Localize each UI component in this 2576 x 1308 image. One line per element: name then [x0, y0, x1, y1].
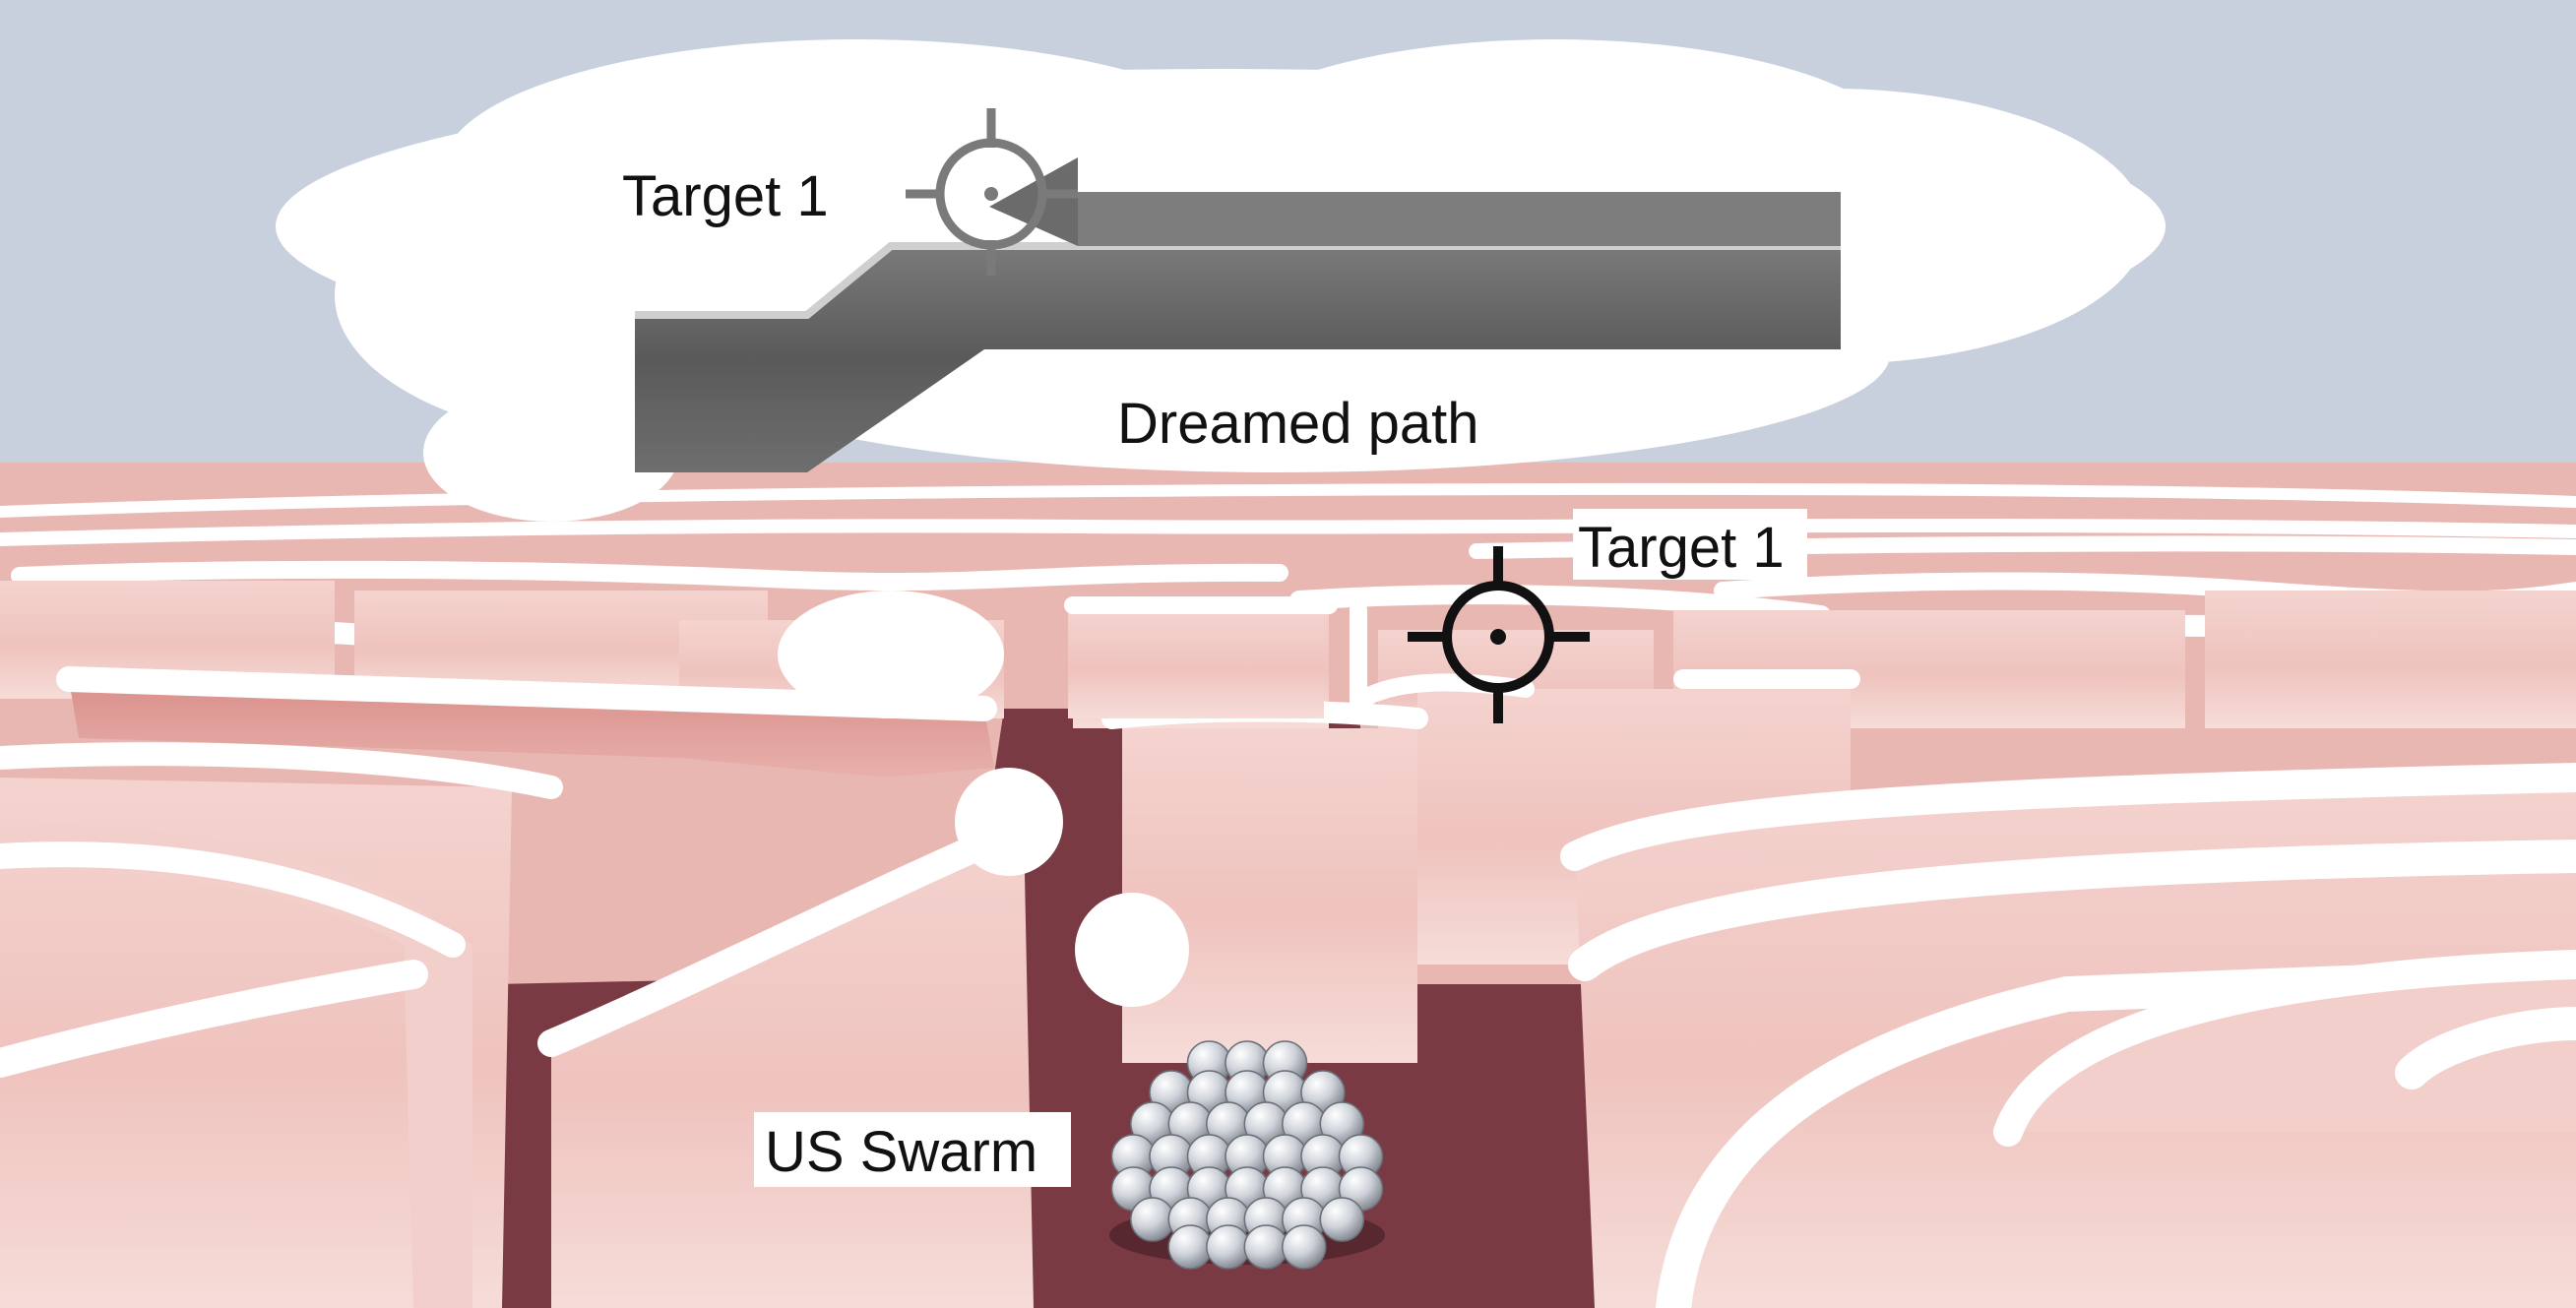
dreamed-path-arrow — [635, 157, 1841, 472]
swarm-label-bg — [754, 1112, 1071, 1187]
microsphere-cluster-icon — [1109, 1040, 1385, 1270]
swarm-label: US Swarm — [765, 1120, 1037, 1184]
thought-bubble-trail — [778, 591, 1189, 1007]
dream-target-label: Target 1 — [622, 164, 829, 228]
maze-target-label-bg — [1573, 509, 1807, 580]
maze-left-walls — [0, 666, 1037, 1308]
dreamed-path-label: Dreamed path — [1117, 392, 1479, 456]
swarm-bubble — [1282, 1224, 1327, 1270]
crosshair-icon — [906, 108, 1078, 276]
left-arrow-icon — [989, 157, 1078, 246]
maze-target-label: Target 1 — [1578, 516, 1785, 580]
swarm-bubble — [1319, 1197, 1365, 1242]
swarm-bubble — [1243, 1224, 1289, 1270]
maze-right-walls — [1560, 669, 2576, 1308]
crosshair-icon — [1408, 546, 1590, 723]
swarm-bubble — [1167, 1224, 1214, 1270]
swarm-bubble — [1206, 1224, 1251, 1270]
maze-central-pillar — [1064, 596, 1535, 1063]
dream-cloud — [276, 39, 2166, 522]
swarm-bubble — [1130, 1197, 1175, 1242]
